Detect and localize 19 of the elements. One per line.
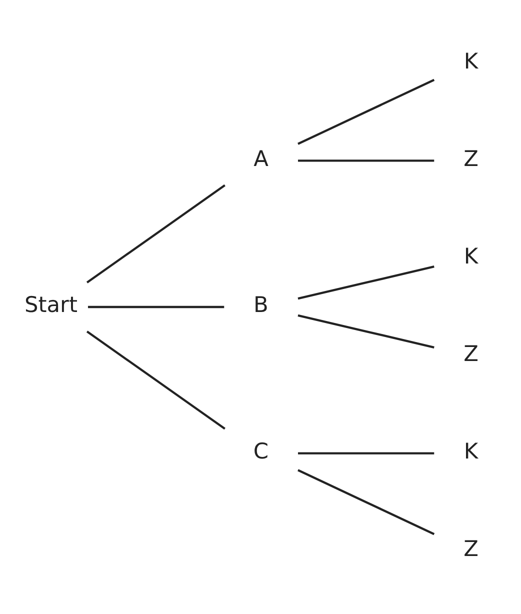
node-text: K [463, 49, 478, 74]
connector [297, 469, 434, 536]
connector [87, 306, 224, 308]
node-text: Z [463, 537, 478, 562]
node-text: K [463, 244, 478, 270]
node-text: Start [24, 293, 77, 318]
connector [86, 184, 225, 284]
connector [297, 266, 434, 300]
connector [297, 314, 434, 348]
node-text: A [253, 146, 268, 172]
node-text: K [463, 439, 478, 464]
node-text: Z [463, 146, 478, 172]
node-text: B [253, 293, 268, 318]
connector [297, 452, 434, 454]
connector [86, 330, 225, 430]
connector [297, 78, 434, 145]
connector [297, 160, 434, 162]
node-text: Z [463, 342, 478, 367]
node-text: C [252, 439, 268, 464]
